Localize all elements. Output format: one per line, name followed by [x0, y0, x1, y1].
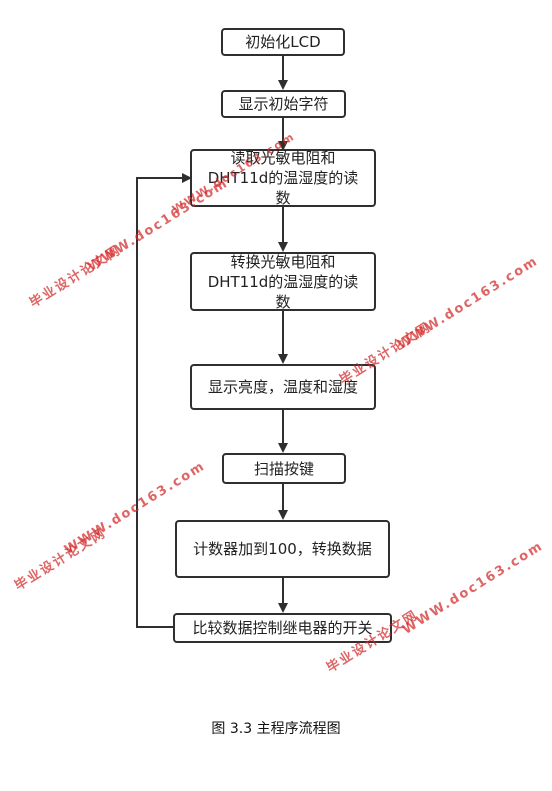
step-counter-convert: 计数器加到100，转换数据	[175, 520, 390, 578]
step-show-initial-chars-label: 显示初始字符	[238, 95, 329, 113]
figure-caption: 图 3.3 主程序流程图	[211, 721, 341, 737]
step-display-values: 显示亮度，温度和湿度	[190, 364, 376, 410]
step-convert-readings-label: 转换光敏电阻和 DHT11d的温湿度的读 数	[207, 252, 359, 311]
step-display-values-label: 显示亮度，温度和湿度	[207, 378, 358, 396]
step-scan-keys-label: 扫描按键	[253, 459, 314, 478]
loop-back-arrow	[136, 173, 192, 628]
step-read-sensors-label: 读取光敏电阻和 DHT11d的温湿度的读 数	[207, 149, 359, 207]
step-counter-convert-label: 计数器加到100，转换数据	[193, 540, 372, 558]
step-show-initial-chars: 显示初始字符	[221, 90, 346, 118]
step-compare-relay-label: 比较数据控制继电器的开关	[192, 619, 373, 637]
step-convert-readings: 转换光敏电阻和 DHT11d的温湿度的读 数	[190, 252, 376, 311]
step-read-sensors: 读取光敏电阻和 DHT11d的温湿度的读 数	[190, 149, 376, 207]
step-compare-relay: 比较数据控制继电器的开关	[173, 613, 392, 643]
step-scan-keys: 扫描按键	[222, 453, 346, 484]
step-init-lcd-label: 初始化LCD	[245, 33, 321, 51]
step-init-lcd: 初始化LCD	[221, 28, 345, 56]
